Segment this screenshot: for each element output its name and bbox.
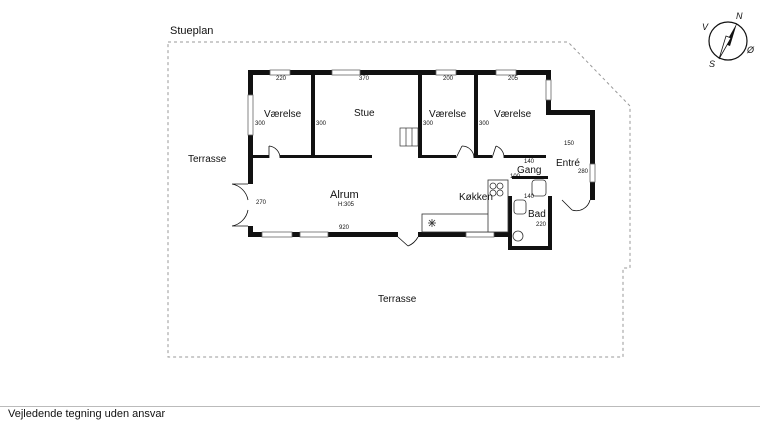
kitchen-counters [421, 179, 509, 233]
room-koekken: Køkken [459, 192, 493, 203]
footer-disclaimer: Vejledende tegning uden ansvar [8, 408, 166, 420]
dim-300-d: 300 [479, 121, 490, 127]
room-vaerelse-2: Værelse [429, 109, 467, 120]
dim-140-a: 140 [524, 159, 535, 165]
dim-300-c: 300 [423, 121, 434, 127]
terrasse-left: Terrasse [188, 154, 227, 165]
bathroom-fixtures [512, 179, 547, 242]
dim-300-b: 300 [316, 121, 327, 127]
room-alrum-height: H:305 [338, 202, 355, 208]
dim-150: 150 [564, 141, 575, 147]
compass-o: Ø [746, 45, 755, 55]
terrace-outline [167, 41, 631, 358]
dim-300-a: 300 [255, 121, 266, 127]
room-entre: Entré [556, 158, 580, 169]
dim-220-b: 220 [536, 222, 547, 228]
dim-140-b: 140 [524, 194, 535, 200]
room-stue: Stue [354, 108, 375, 119]
dim-100: 100 [510, 174, 521, 180]
terrasse-bottom: Terrasse [378, 294, 417, 305]
room-bad: Bad [528, 209, 546, 220]
dimension-labels: 220 370 200 205 300 300 300 300 150 140 … [255, 76, 589, 231]
dim-270: 270 [256, 200, 267, 206]
dim-370: 370 [359, 76, 370, 82]
compass-v: V [702, 22, 709, 32]
dim-280: 280 [578, 169, 589, 175]
dim-920: 920 [339, 225, 350, 231]
dim-200: 200 [443, 76, 454, 82]
room-vaerelse-1: Værelse [264, 109, 302, 120]
doors [231, 145, 591, 247]
compass-s: S [709, 59, 715, 69]
room-labels: Værelse Stue Værelse Værelse Alrum H:305… [188, 108, 580, 305]
room-gang: Gang [517, 165, 541, 176]
room-vaerelse-3: Værelse [494, 109, 532, 120]
dim-220: 220 [276, 76, 287, 82]
windows [247, 69, 596, 238]
plan-title: Stueplan [170, 25, 214, 37]
fan-icon [428, 219, 436, 227]
dim-205: 205 [508, 76, 519, 82]
stairs-icon [399, 127, 419, 147]
interior-walls [253, 70, 548, 179]
compass-n: N [736, 11, 743, 21]
room-alrum: Alrum [330, 189, 359, 201]
compass-icon: N Ø S V [702, 11, 755, 69]
footer-divider [0, 406, 760, 407]
